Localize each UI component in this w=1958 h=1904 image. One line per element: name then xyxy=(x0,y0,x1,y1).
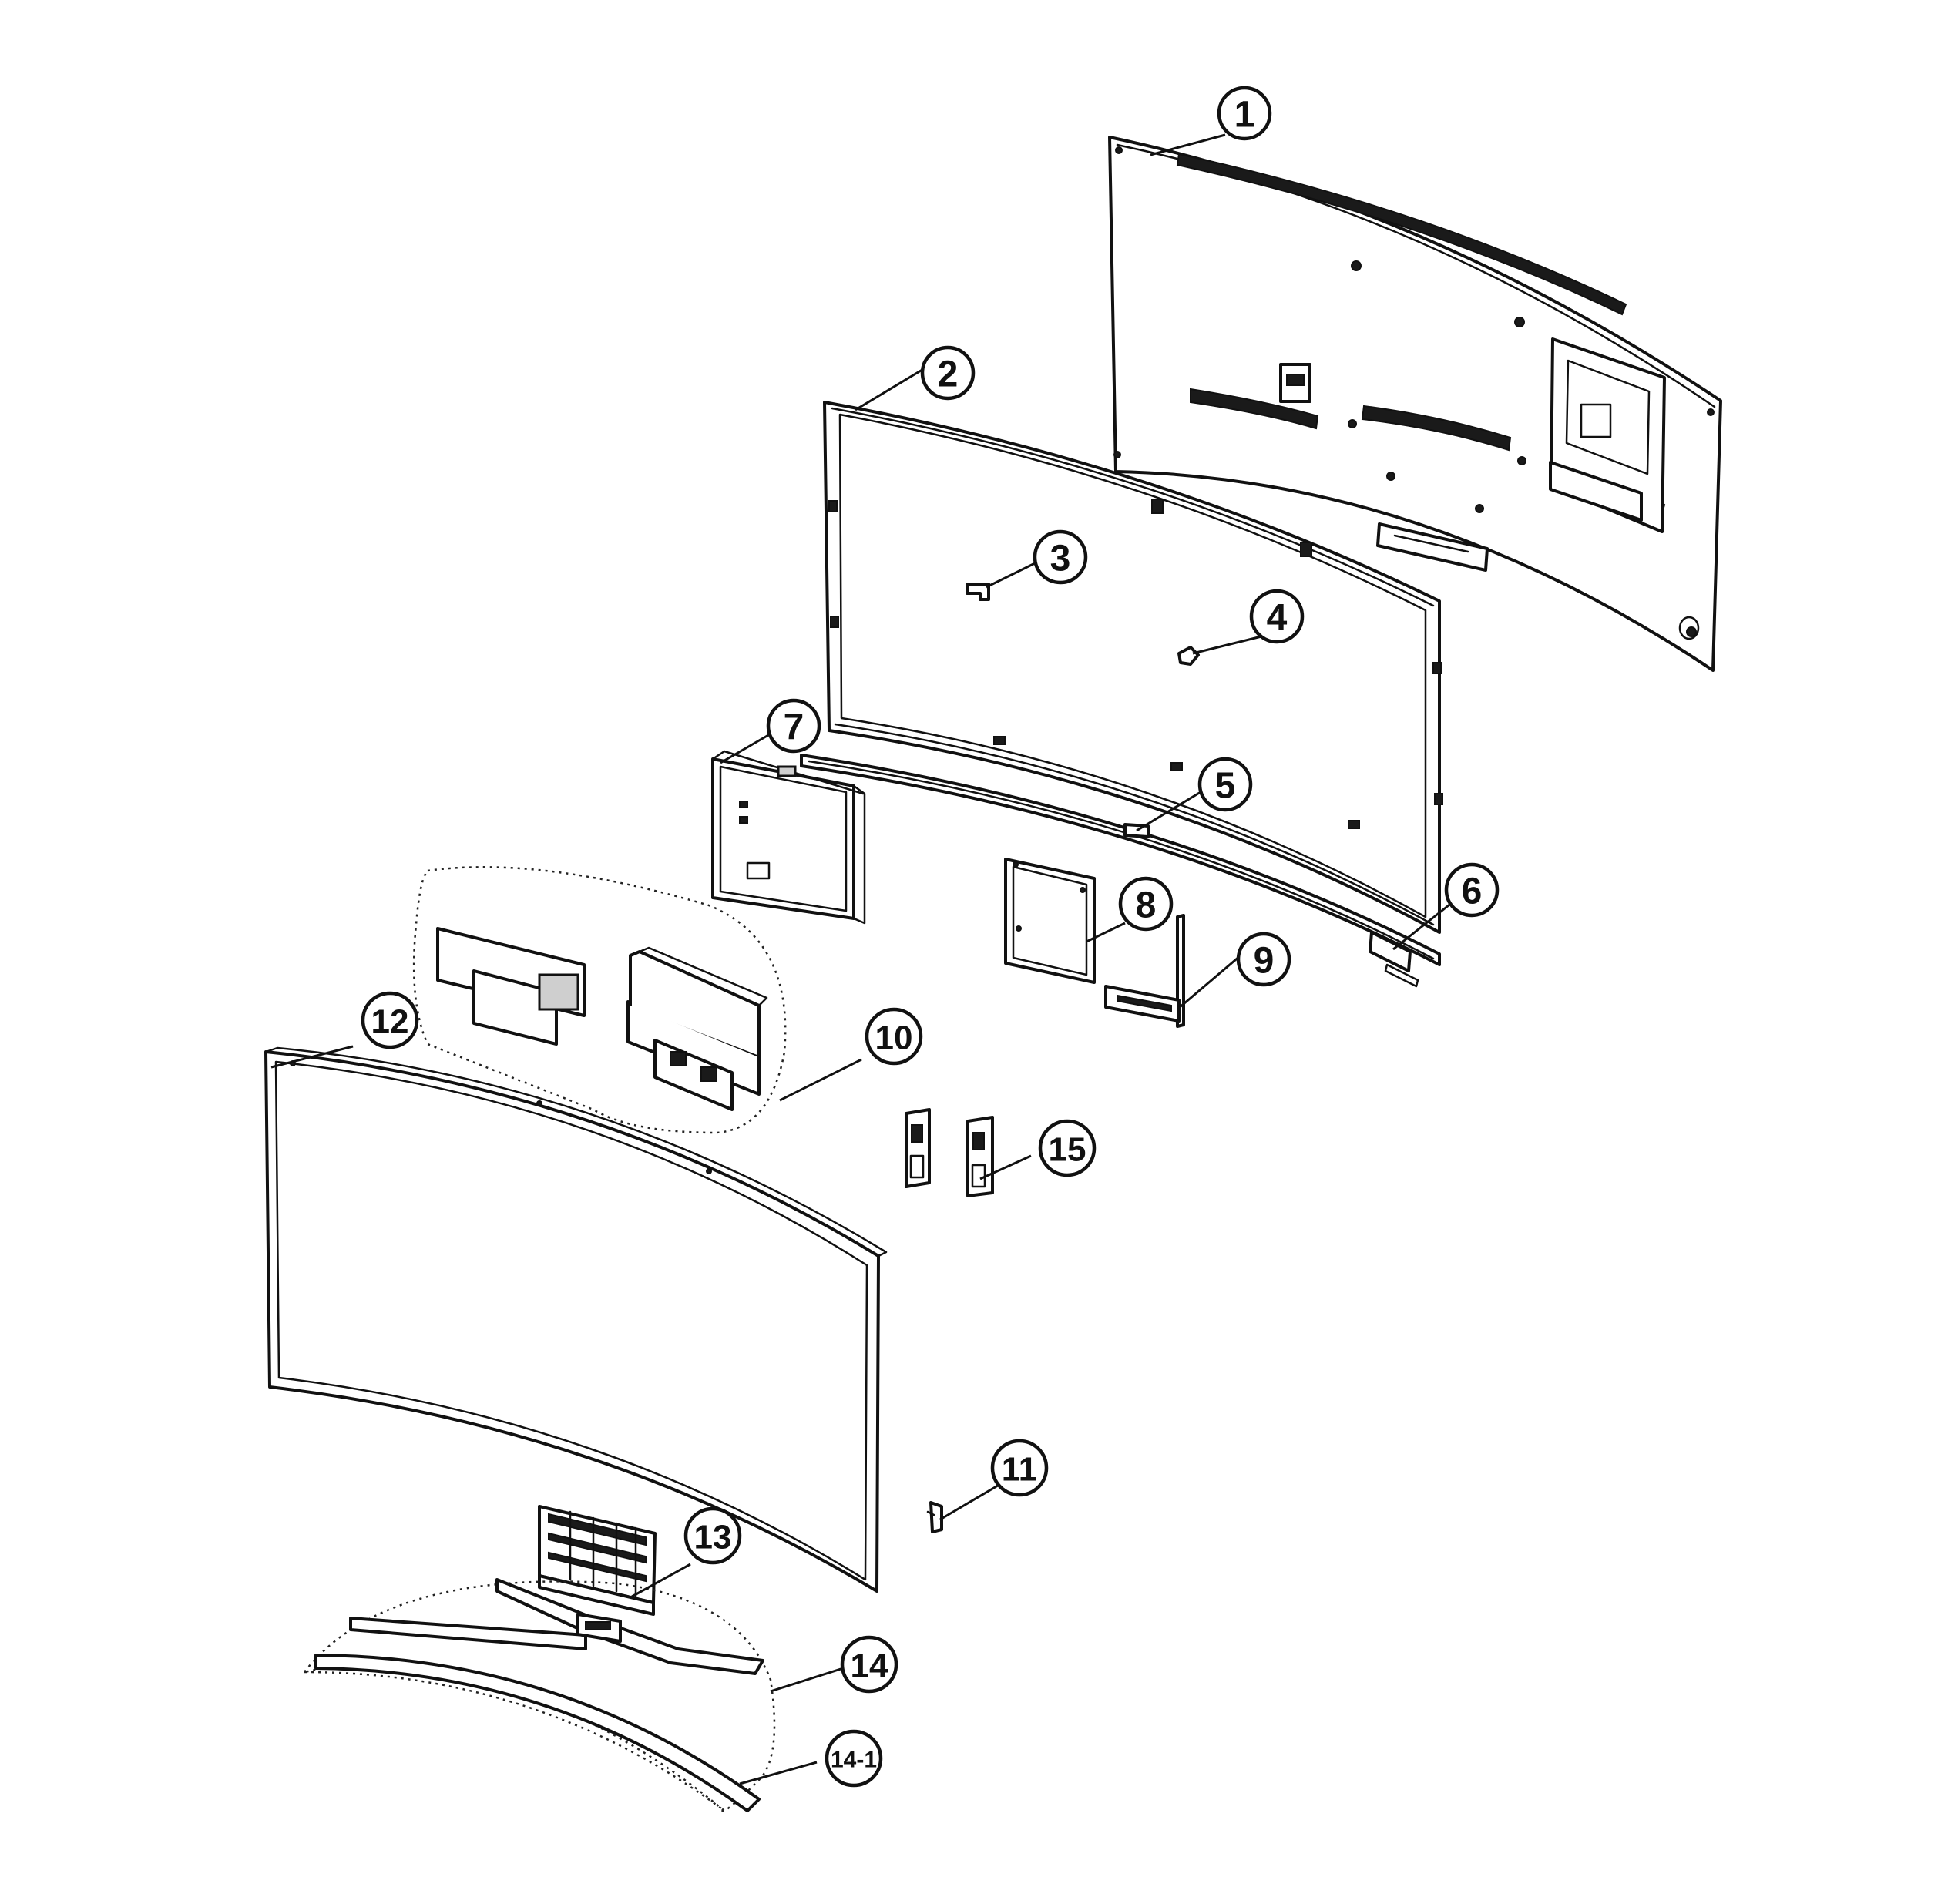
part-15-stand-brackets xyxy=(905,1108,994,1197)
callout-2: 2 xyxy=(920,345,976,401)
svg-text:9: 9 xyxy=(1254,941,1275,982)
svg-text:14: 14 xyxy=(851,1647,888,1685)
callout-13: 13 xyxy=(683,1506,742,1565)
part-4-clip xyxy=(1177,646,1200,666)
part-13-stand-neck xyxy=(538,1505,657,1616)
svg-text:4: 4 xyxy=(1267,598,1288,639)
part-11-clip xyxy=(926,1501,943,1533)
callout-9: 9 xyxy=(1236,932,1291,987)
callout-10: 10 xyxy=(865,1007,923,1066)
part-8-power-board xyxy=(1004,858,1096,984)
part-12-display-panel xyxy=(264,1046,888,1593)
part-2-middle-frame xyxy=(823,401,1443,934)
callout-6: 6 xyxy=(1444,862,1500,918)
callout-11: 11 xyxy=(990,1439,1049,1497)
svg-text:12: 12 xyxy=(371,1003,409,1041)
part-10-speaker-group xyxy=(412,866,787,1134)
svg-text:8: 8 xyxy=(1136,885,1157,926)
part-7-main-board xyxy=(711,750,866,925)
callout-4: 4 xyxy=(1249,589,1305,644)
svg-text:14-1: 14-1 xyxy=(831,1748,877,1773)
callout-7: 7 xyxy=(766,698,821,754)
svg-text:13: 13 xyxy=(694,1519,732,1556)
part-9-button-board xyxy=(1104,914,1185,1028)
part-3-clip xyxy=(966,583,990,601)
svg-text:3: 3 xyxy=(1050,539,1071,579)
svg-text:11: 11 xyxy=(1002,1451,1038,1489)
svg-text:1: 1 xyxy=(1234,95,1255,136)
callout-3: 3 xyxy=(1033,529,1088,585)
callout-14: 14 xyxy=(840,1635,898,1694)
callout-8: 8 xyxy=(1118,876,1174,932)
svg-text:10: 10 xyxy=(875,1019,913,1057)
part-1-rear-cover xyxy=(1108,136,1722,672)
svg-text:2: 2 xyxy=(938,354,959,395)
callout-1: 1 xyxy=(1217,86,1272,141)
svg-text:7: 7 xyxy=(784,707,804,748)
svg-text:15: 15 xyxy=(1049,1131,1086,1169)
callout-12: 12 xyxy=(361,991,419,1049)
svg-text:5: 5 xyxy=(1215,766,1236,807)
part-14-stand-base xyxy=(301,1578,776,1812)
callout-15: 15 xyxy=(1038,1119,1097,1177)
callout-14-1: 14-1 xyxy=(825,1729,883,1788)
callout-5: 5 xyxy=(1197,757,1253,812)
svg-text:6: 6 xyxy=(1462,871,1483,912)
